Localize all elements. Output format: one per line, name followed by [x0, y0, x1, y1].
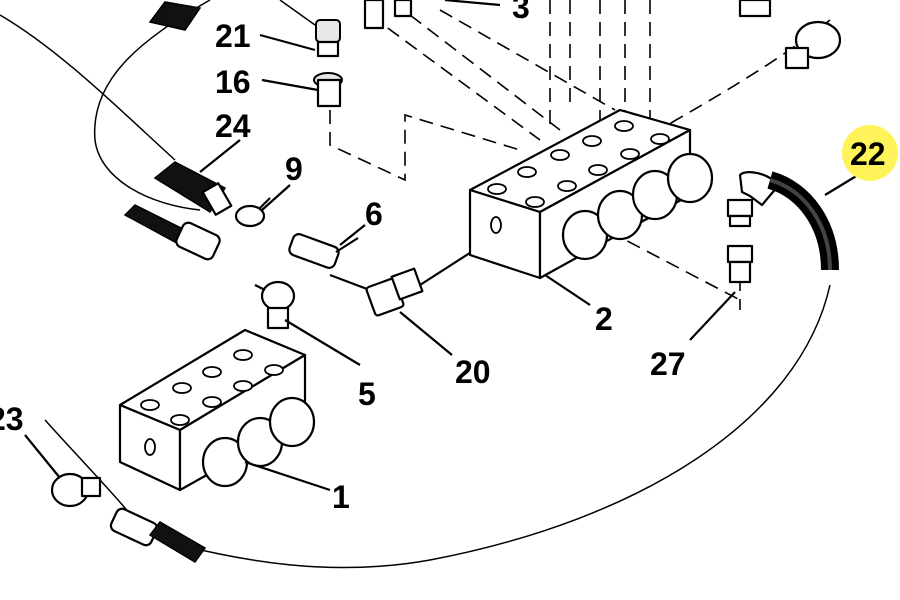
- fitting-27: [726, 198, 754, 284]
- distribution-block-2: [468, 108, 714, 280]
- clamp-9: [234, 197, 271, 228]
- fitting-top-3: [363, 0, 413, 30]
- callout-9: 9: [285, 151, 303, 187]
- hose-left: [123, 204, 221, 261]
- fitting-20: [365, 267, 424, 317]
- callout-22-highlight: [842, 125, 898, 181]
- hose-end-24: [153, 161, 233, 216]
- callout-21: 21: [215, 18, 251, 54]
- callout-labels: 3 21 16 24 9 6 2 20 5 27 1 23 22: [0, 0, 898, 515]
- callout-5: 5: [358, 376, 376, 412]
- hose-22: [738, 171, 839, 271]
- elbow-23: [50, 472, 102, 508]
- connector-6: [288, 233, 359, 269]
- elbow-top-right: [738, 0, 842, 70]
- distribution-block-1: [118, 328, 316, 492]
- callout-2: 2: [595, 301, 613, 337]
- callout-1: 1: [332, 479, 350, 515]
- callout-16: 16: [215, 64, 251, 100]
- callout-6: 6: [365, 196, 383, 232]
- hose-end-top: [148, 1, 202, 31]
- callout-23: 23: [0, 401, 24, 437]
- fitting-21: [279, 0, 341, 58]
- hose-end-bottom: [109, 507, 207, 563]
- callout-24: 24: [215, 108, 251, 144]
- callout-20: 20: [455, 354, 491, 390]
- fitting-16: [313, 72, 343, 108]
- leader-lines: [24, 0, 859, 492]
- fitting-5: [254, 280, 296, 330]
- callout-3: 3: [512, 0, 530, 25]
- callout-22: 22: [850, 136, 886, 172]
- callout-27: 27: [650, 346, 686, 382]
